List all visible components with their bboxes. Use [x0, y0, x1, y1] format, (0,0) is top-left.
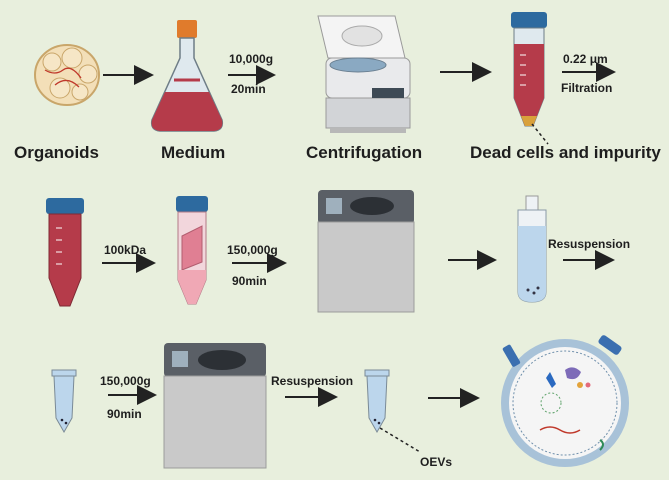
label-100kda: 100kDa	[104, 243, 147, 257]
microtube-2-icon	[364, 369, 390, 434]
label-spin1-force: 10,000g	[229, 52, 274, 66]
medium-tube-icon	[46, 198, 84, 307]
label-ultra2-force: 150,000g	[100, 374, 151, 388]
label-centrifugation: Centrifugation	[306, 143, 423, 162]
label-resuspension-1: Resuspension	[548, 237, 631, 251]
label-ultra1-force: 150,000g	[227, 243, 278, 257]
label-resuspension-2: Resuspension	[271, 374, 354, 388]
pointer-dead-cells	[531, 123, 549, 145]
label-filtration: Filtration	[561, 81, 613, 95]
label-medium: Medium	[161, 143, 226, 162]
flask-icon	[150, 20, 224, 132]
ultracentrifuge-2-icon	[163, 343, 267, 469]
centrifuge-icon	[317, 15, 411, 133]
label-spin1-time: 20min	[231, 82, 266, 96]
conical-tube-icon	[511, 12, 547, 127]
label-oevs: OEVs	[420, 455, 453, 469]
label-dead-cells: Dead cells and impurity	[470, 143, 661, 162]
label-organoids: Organoids	[14, 143, 100, 162]
ultracentrifuge-icon	[317, 190, 415, 313]
label-ultra2-time: 90min	[107, 407, 142, 421]
organoid-icon	[34, 44, 100, 106]
pointer-oevs	[379, 427, 421, 453]
resuspension-tube-icon	[517, 195, 547, 303]
ultrafilter-tube-icon	[176, 196, 208, 305]
microtube-icon	[51, 369, 77, 434]
label-filter-size: 0.22 μm	[563, 52, 608, 66]
label-ultra1-time: 90min	[232, 274, 267, 288]
vesicle-icon	[501, 335, 629, 467]
